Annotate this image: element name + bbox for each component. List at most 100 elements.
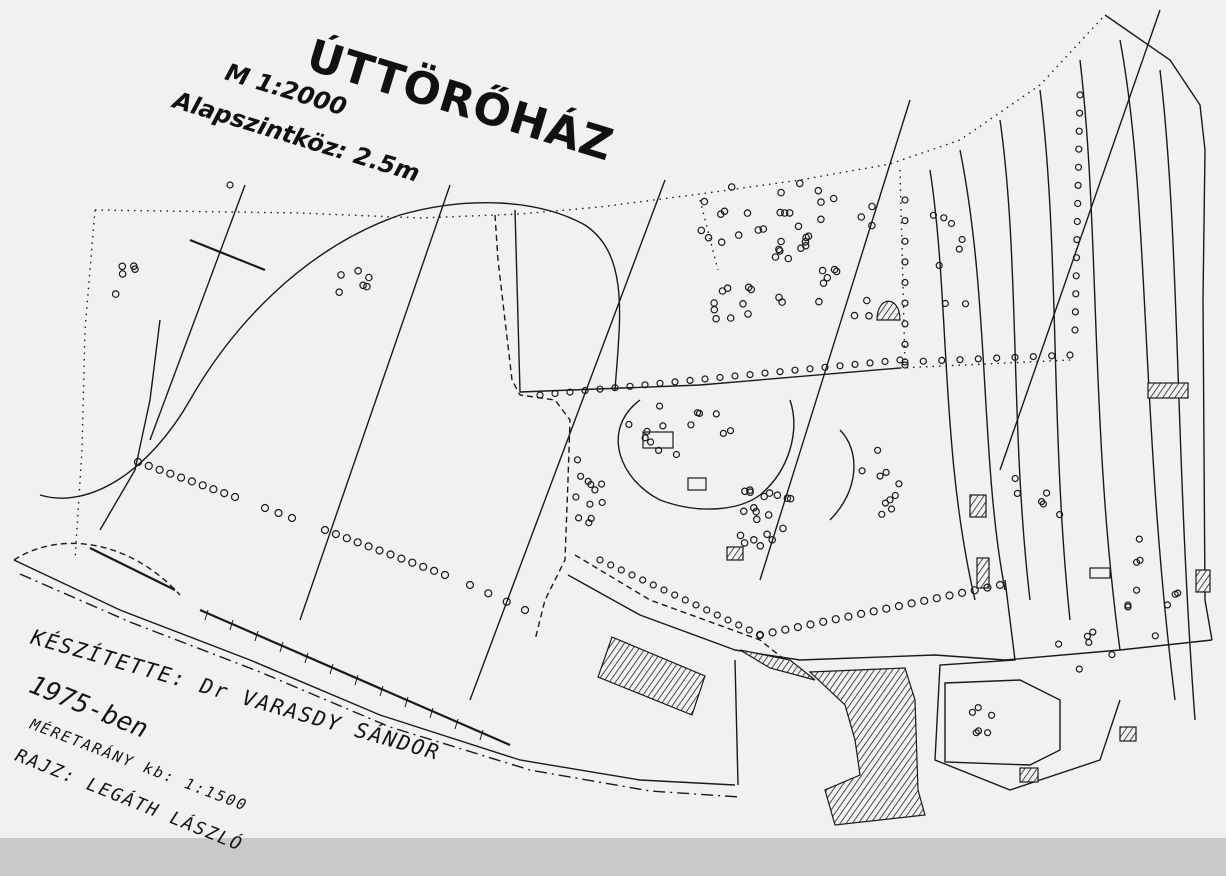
- tree-circle: [198, 481, 207, 490]
- tree-circle: [1076, 91, 1084, 99]
- tree-circle: [955, 245, 963, 253]
- tree-circle: [881, 499, 890, 507]
- tree-circle: [862, 296, 871, 305]
- tree-circle: [881, 357, 889, 366]
- field-marker-2: [687, 477, 707, 491]
- tree-circle: [832, 267, 841, 276]
- tree-circle: [625, 420, 633, 428]
- tree-circle: [983, 729, 992, 737]
- tree-circle: [617, 566, 625, 574]
- contour-line-3: [999, 119, 1031, 601]
- south-road-edge: [13, 559, 736, 786]
- tree-symbols: [111, 91, 1182, 737]
- tree-circle: [873, 446, 882, 454]
- tree-circle: [1075, 145, 1083, 153]
- tree-circle: [342, 534, 351, 543]
- tree-circle: [768, 628, 777, 637]
- tree-circle: [901, 217, 909, 225]
- tree-circle: [882, 468, 890, 476]
- tree-circle: [639, 576, 647, 584]
- tree-circle: [760, 492, 769, 501]
- tree-circle: [945, 591, 954, 600]
- tree-circle: [536, 391, 544, 399]
- tree-circle: [118, 270, 127, 278]
- building-west: [597, 636, 706, 716]
- tree-circle: [587, 480, 595, 489]
- embankment-south: [199, 608, 511, 747]
- tree-circle: [819, 617, 828, 626]
- tree-circle: [743, 209, 752, 217]
- tree-circle: [1066, 351, 1074, 359]
- contour-line-7: [1159, 69, 1196, 721]
- building-round: [876, 300, 901, 321]
- tree-circle: [704, 233, 713, 242]
- tree-circle: [1075, 109, 1084, 117]
- tree-circle: [821, 363, 829, 371]
- tree-circle: [744, 283, 753, 292]
- tree-circle: [882, 604, 891, 613]
- path-central: [494, 214, 571, 641]
- tree-circle: [878, 510, 886, 518]
- tree-circle: [819, 279, 828, 288]
- tree-circle: [353, 538, 362, 547]
- west-hedge: [99, 319, 161, 531]
- building-annex: [739, 649, 816, 681]
- tree-circle: [746, 486, 754, 494]
- path-diagonal-band: [574, 554, 811, 681]
- tree-circle: [773, 491, 782, 500]
- tree-circle: [155, 465, 164, 474]
- tree-circle: [710, 305, 719, 314]
- tree-circle: [779, 524, 787, 533]
- tree-circle: [754, 226, 763, 234]
- tree-circle: [764, 511, 773, 519]
- table-edge: [0, 838, 1226, 876]
- tree-circle: [735, 621, 743, 629]
- tree-circle: [736, 531, 745, 540]
- path-diagonal-band-2: [567, 574, 736, 651]
- tree-circle: [1071, 308, 1080, 316]
- tree-circle: [983, 583, 992, 592]
- tree-circle: [850, 311, 859, 320]
- tree-circle: [771, 253, 780, 261]
- tree-circle: [365, 273, 373, 282]
- tree-circle: [901, 258, 909, 266]
- tree-circle: [465, 580, 475, 590]
- tree-circle: [574, 514, 583, 522]
- tree-circle: [734, 231, 743, 239]
- courtyard: [944, 679, 1061, 766]
- tree-circle: [363, 282, 371, 291]
- meadow-path: [39, 201, 621, 499]
- tree-circle: [331, 529, 340, 539]
- tree-circle: [646, 438, 655, 446]
- tree-circle: [726, 427, 735, 435]
- tree-circle: [703, 606, 711, 614]
- tree-circle: [724, 616, 732, 624]
- tree-circle: [759, 225, 768, 233]
- tree-circle: [697, 226, 706, 235]
- tree-circle: [974, 703, 982, 712]
- tree-circle: [865, 311, 873, 320]
- tree-circle: [851, 360, 859, 368]
- tree-circle: [785, 209, 794, 217]
- tree-circle: [502, 597, 511, 606]
- tree-circle: [901, 358, 909, 366]
- tree-circle: [672, 450, 681, 459]
- building-east: [1147, 382, 1189, 399]
- tree-circle: [932, 594, 941, 603]
- tree-circle: [720, 207, 729, 216]
- contour-line-2: [959, 149, 1006, 591]
- tree-circle: [1072, 290, 1080, 298]
- tree-circle: [744, 310, 752, 318]
- tree-circle: [177, 473, 186, 482]
- tree-circle: [776, 208, 785, 217]
- tree-circle: [844, 612, 853, 621]
- tree-circle: [596, 385, 604, 393]
- tree-circle: [1075, 665, 1083, 673]
- tree-circle: [337, 271, 345, 279]
- tree-circle: [586, 500, 594, 508]
- tree-circle: [749, 503, 758, 512]
- tree-circle: [386, 550, 395, 559]
- tree-circle: [686, 376, 694, 384]
- tree-circle: [397, 554, 406, 563]
